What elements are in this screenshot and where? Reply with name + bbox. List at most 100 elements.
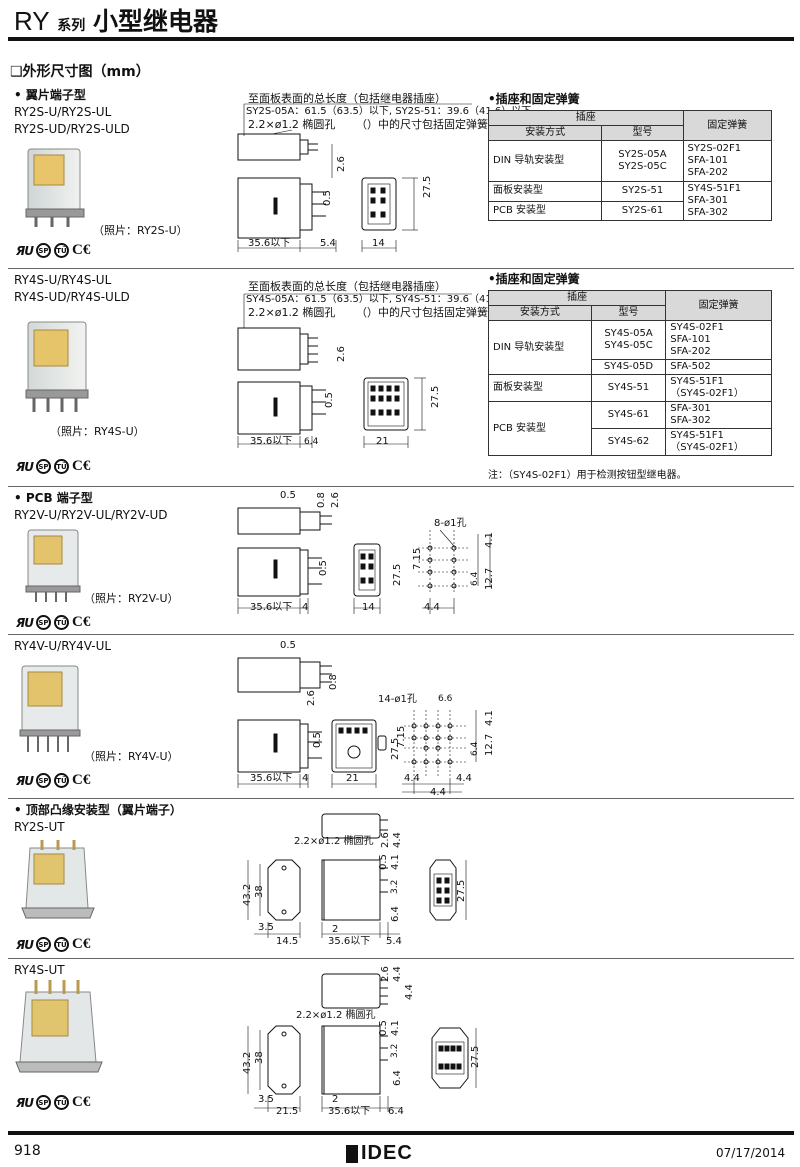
cell-spring: SFA-502	[665, 359, 772, 375]
th-socket: 插座	[488, 110, 684, 126]
sec1-oval-hole: 2.2×ø1.2 椭圆孔	[248, 118, 336, 131]
series-suffix: 系列	[57, 18, 86, 34]
sec4-dim-0-5: 0.5	[280, 640, 296, 651]
ce-mark-icon: C€	[71, 936, 91, 952]
sec2-dim-0-5: 0.5	[324, 392, 335, 408]
cell-mount: 面板安装型	[488, 374, 592, 402]
csa-mark-icon: SP	[35, 459, 51, 474]
sec4-dim-4: 4	[302, 773, 309, 784]
sec6-drawing	[247, 973, 477, 1112]
sec5-dim-2: 2	[332, 924, 339, 935]
sec6-dim-4-4a: 4.4	[392, 966, 403, 982]
sec5-drawing	[247, 813, 467, 938]
page-number: 918	[14, 1143, 41, 1159]
csa-mark-icon: SP	[35, 615, 51, 630]
divider	[8, 268, 794, 269]
sec5-dim-3-5: 3.5	[258, 922, 274, 933]
cell-model: SY4S-61	[590, 401, 667, 429]
sec3-dim-14: 14	[362, 602, 375, 613]
tuv-mark-icon: TÜ	[53, 615, 69, 630]
sec1-certs: ЯU SP TÜ C€	[16, 242, 90, 259]
sec3-dim-0-8: 0.8	[316, 492, 327, 508]
sec5-dim-5-4: 5.4	[386, 936, 402, 947]
sec3-model-1: RY2V-U/RY2V-UL/RY2V-UD	[14, 508, 168, 522]
sec5-dim-43-2: 43.2	[242, 883, 253, 906]
sec6-dim-0-5: 0.5	[378, 1020, 389, 1036]
sec6-dim-21-5: 21.5	[276, 1106, 299, 1117]
th-mount: 安装方式	[488, 305, 592, 321]
csa-mark-icon: SP	[35, 1095, 51, 1110]
sec4-dim-0-8: 0.8	[328, 674, 339, 690]
sec6-dim-3-5: 3.5	[258, 1094, 274, 1105]
sec4-model-1: RY4V-U/RY4V-UL	[14, 639, 112, 653]
sec2-dim-27-5: 27.5	[430, 385, 441, 408]
ul-mark-icon: ЯU	[16, 459, 34, 474]
relay-photo-ry4s	[25, 321, 89, 412]
sec6-dim-2-6: 2.6	[380, 966, 391, 982]
section-title: ❑外形尺寸图（mm）	[10, 64, 150, 80]
sec6-dim-6-4b: 6.4	[388, 1106, 404, 1117]
sec3-dim-6-4: 6.4	[470, 571, 480, 586]
sec6-certs: ЯU SP TÜ C€	[16, 1094, 90, 1111]
sec6-dim-43-2: 43.2	[242, 1051, 253, 1074]
sec3-drawing	[237, 507, 491, 614]
sec6-oval-hole: 2.2×ø1.2 椭圆孔	[296, 1010, 376, 1021]
sec2-oval-hole: 2.2×ø1.2 椭圆孔	[248, 306, 336, 319]
cell-mount: PCB 安装型	[488, 401, 592, 456]
sec6-dim-3-2: 3.2	[390, 1043, 400, 1058]
sec3-dim-2-6: 2.6	[330, 492, 341, 508]
sec5-dim-4-1: 4.1	[390, 854, 401, 870]
sec1-photo-caption: （照片：RY2S-U）	[93, 224, 188, 237]
csa-mark-icon: SP	[35, 243, 51, 258]
sec1-dim-5-4: 5.4	[320, 238, 336, 249]
cell-model: SY4S-05D	[590, 359, 667, 375]
th-mount: 安装方式	[487, 125, 603, 141]
relay-photo-ry2v	[25, 529, 81, 602]
sec4-dim-4-4c: 4.4	[430, 787, 446, 798]
th-spring: 固定弹簧	[665, 290, 772, 321]
sec5-dim-0-5: 0.5	[378, 854, 389, 870]
tuv-mark-icon: TÜ	[53, 1095, 69, 1110]
sec3-dim-4-1: 4.1	[484, 532, 495, 548]
sec5-certs: ЯU SP TÜ C€	[16, 936, 90, 953]
sec3-dim-35: 35.6以下	[250, 602, 293, 613]
tuv-mark-icon: TÜ	[53, 773, 69, 788]
sec2-paren-note: （）中的尺寸包括固定弹簧	[356, 306, 488, 319]
page-date: 07/17/2014	[716, 1146, 786, 1160]
ce-mark-icon: C€	[71, 772, 91, 788]
sec3-dim-4-4: 4.4	[424, 602, 440, 613]
sec4-dim-6-4: 6.4	[470, 741, 480, 756]
sec1-model-1: RY2S-U/RY2S-UL	[14, 105, 112, 119]
cell-mount: 面板安装型	[487, 181, 603, 202]
sec3-dim-0-5: 0.5	[280, 490, 296, 501]
sec3-dim-12-7: 12.7	[484, 567, 495, 590]
sec1-dim-14: 14	[372, 238, 385, 249]
sec4-dim-12-7: 12.7	[484, 733, 495, 756]
cell-spring: SY4S-51F1（SY4S-02F1）	[665, 374, 772, 402]
ul-mark-icon: ЯU	[16, 773, 34, 788]
sec2-certs: ЯU SP TÜ C€	[16, 458, 90, 475]
sec2-table-title: •插座和固定弹簧	[488, 272, 580, 286]
sec3-holes: 8-ø1孔	[434, 518, 467, 529]
sec4-certs: ЯU SP TÜ C€	[16, 772, 90, 789]
sec2-photo-caption: （照片：RY4S-U）	[50, 425, 145, 438]
sec4-dim-6-6: 6.6	[438, 694, 453, 704]
cell-model: SY2S-61	[601, 200, 684, 221]
sec2-drawing	[237, 293, 472, 448]
sec2-dim-6-4: 6.4	[304, 437, 319, 447]
series-name: RY	[14, 6, 50, 36]
sec4-dim-7-15: 7.15	[396, 725, 407, 748]
brand-logo: IDEC	[346, 1142, 413, 1165]
sec3-dim-4: 4	[302, 602, 309, 613]
sec1-dim-2-6: 2.6	[336, 156, 347, 172]
sec5-dim-3-2: 3.2	[390, 879, 400, 894]
tuv-mark-icon: TÜ	[53, 459, 69, 474]
sec6-dim-38: 38	[254, 1051, 265, 1064]
sec1-length-label: 至面板表面的总长度（包括继电器插座）	[248, 92, 446, 105]
